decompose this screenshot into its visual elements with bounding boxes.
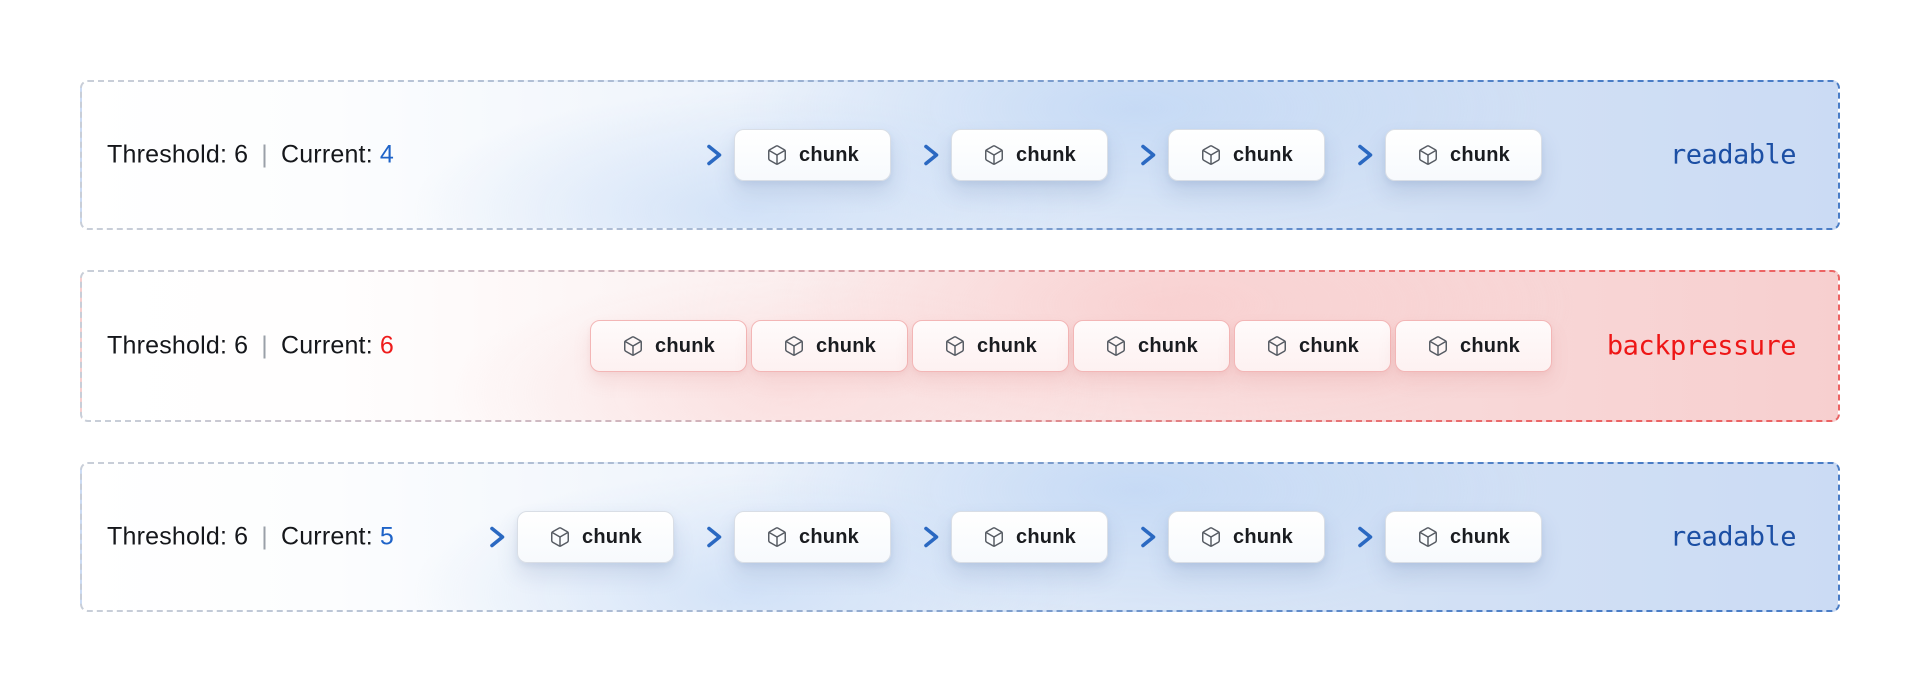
chunk-label: chunk: [1450, 525, 1510, 548]
box-icon: [1268, 336, 1287, 356]
chunk-box: chunk: [1168, 129, 1325, 181]
chunk-label: chunk: [977, 334, 1037, 357]
chunk-label: chunk: [1460, 334, 1520, 357]
current-value: 4: [379, 140, 394, 169]
chunk-box: chunk: [734, 129, 891, 181]
chunk-box: chunk: [1385, 511, 1542, 563]
box-icon: [1419, 527, 1438, 547]
box-icon: [985, 145, 1004, 165]
arrow-right-icon: [1336, 526, 1373, 548]
chunk-box: chunk: [1395, 320, 1552, 372]
chunk-label: chunk: [1233, 525, 1293, 548]
chunk-label: chunk: [1233, 143, 1293, 166]
arrow-right-icon: [468, 526, 505, 548]
chunk-label: chunk: [816, 334, 876, 357]
arrow-right-icon: [902, 144, 939, 166]
threshold-value: 6: [234, 140, 249, 169]
threshold-value: 6: [234, 522, 249, 551]
chunk-stream: chunk chunk chunk chunk chunk chunk: [590, 320, 1552, 372]
chunk-label: chunk: [1138, 334, 1198, 357]
chunk-box: chunk: [590, 320, 747, 372]
chunk-box: chunk: [951, 129, 1108, 181]
chunk-box: chunk: [734, 511, 891, 563]
arrow-right-icon: [1119, 526, 1156, 548]
arrow-right-icon: [1119, 144, 1156, 166]
box-icon: [1107, 336, 1126, 356]
chunk-label: chunk: [655, 334, 715, 357]
separator: |: [261, 522, 268, 551]
box-icon: [1202, 145, 1221, 165]
state-label: readable: [1669, 139, 1797, 171]
state-label: readable: [1669, 521, 1797, 553]
chunk-label: chunk: [799, 143, 859, 166]
chunk-box: chunk: [1234, 320, 1391, 372]
box-icon: [1202, 527, 1221, 547]
box-icon: [551, 527, 570, 547]
buffer-status-label: Threshold:6 | Current:4: [107, 141, 394, 170]
chunk-label: chunk: [799, 525, 859, 548]
separator: |: [261, 140, 268, 169]
separator: |: [261, 331, 268, 360]
chunk-box: chunk: [951, 511, 1108, 563]
buffer-status-label: Threshold:6 | Current:5: [107, 523, 394, 552]
chunk-label: chunk: [1016, 525, 1076, 548]
arrow-right-icon: [685, 526, 722, 548]
chunk-box: chunk: [912, 320, 1069, 372]
current-value: 5: [379, 522, 394, 551]
box-icon: [1429, 336, 1448, 356]
arrow-right-icon: [685, 144, 722, 166]
state-label: backpressure: [1606, 330, 1797, 362]
chunk-box: chunk: [751, 320, 908, 372]
chunk-label: chunk: [1299, 334, 1359, 357]
threshold-label: Threshold:: [107, 522, 228, 551]
current-value: 6: [379, 331, 394, 360]
current-label: Current:: [280, 331, 373, 360]
chunk-box: chunk: [1385, 129, 1542, 181]
current-label: Current:: [280, 140, 373, 169]
arrow-right-icon: [1336, 144, 1373, 166]
current-label: Current:: [280, 522, 373, 551]
chunk-box: chunk: [1073, 320, 1230, 372]
box-icon: [768, 145, 787, 165]
threshold-value: 6: [234, 331, 249, 360]
box-icon: [985, 527, 1004, 547]
chunk-stream: chunk chunk chunk chunk: [674, 129, 1542, 181]
box-icon: [785, 336, 804, 356]
box-icon: [624, 336, 643, 356]
chunk-box: chunk: [1168, 511, 1325, 563]
buffer-status-label: Threshold:6|Current:6: [107, 332, 394, 361]
box-icon: [946, 336, 965, 356]
chunk-label: chunk: [1450, 143, 1510, 166]
threshold-label: Threshold:: [107, 331, 228, 360]
chunk-label: chunk: [1016, 143, 1076, 166]
box-icon: [768, 527, 787, 547]
arrow-right-icon: [902, 526, 939, 548]
threshold-label: Threshold:: [107, 140, 228, 169]
chunk-label: chunk: [582, 525, 642, 548]
chunk-box: chunk: [517, 511, 674, 563]
chunk-stream: chunk chunk chunk chunk chunk: [457, 511, 1542, 563]
box-icon: [1419, 145, 1438, 165]
